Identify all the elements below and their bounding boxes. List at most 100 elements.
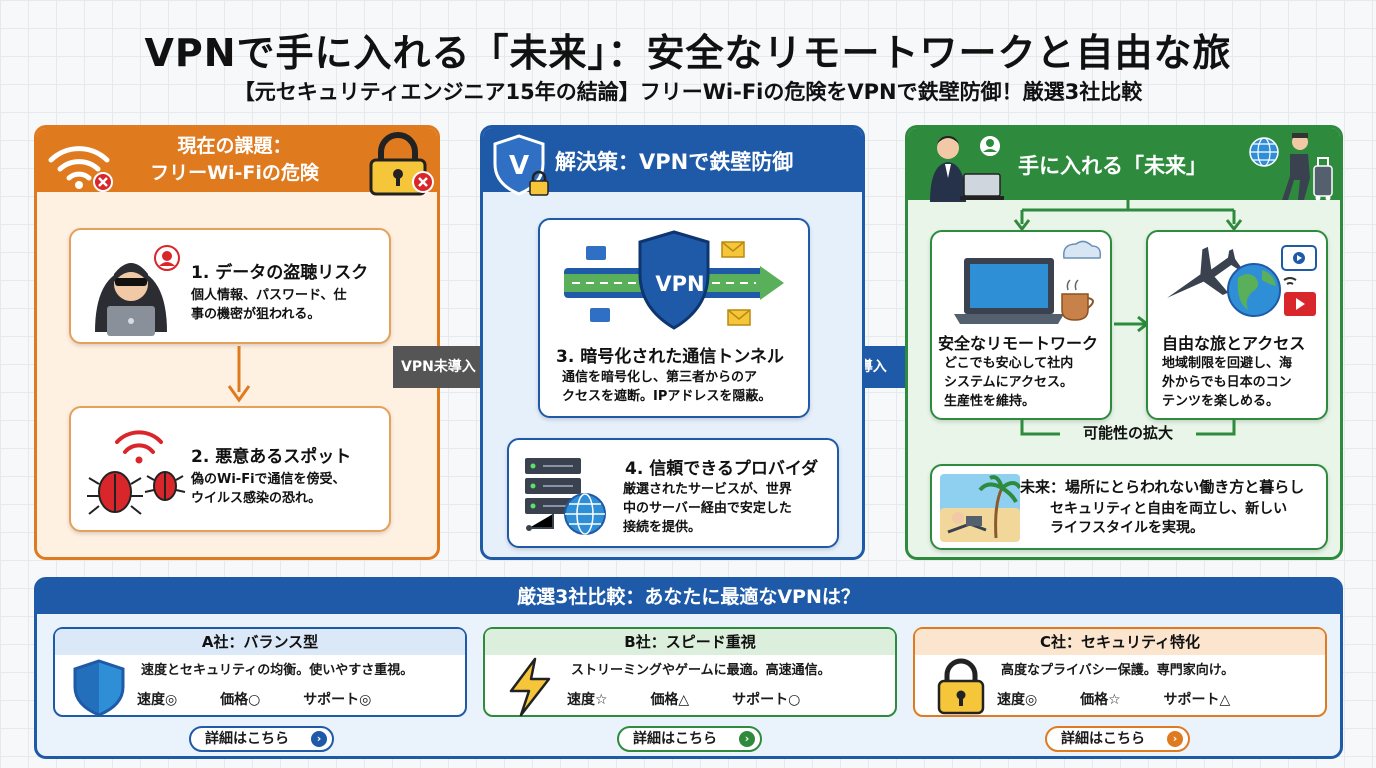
provider-card: 4. 信頼できるプロバイダ 厳選されたサービスが、世界 中のサーバー経由で安定し… (507, 438, 839, 548)
future-summary-text-line2: ライフスタイルを実現。 (1050, 520, 1204, 536)
provider-text-line2: 中のサーバー経由で安定した (623, 501, 792, 516)
future-summary-text: セキュリティと自由を両立し、新しい ライフスタイルを実現。 (1050, 500, 1326, 538)
vendor-c-detail-label: 詳細はこちら (1061, 731, 1145, 747)
remote-work-card: 安全なリモートワーク どこでも安心して社内 システムにアクセス。 生産性を維持。 (930, 230, 1112, 420)
vendor-card-b: B社：スピード重視 ストリーミングやゲームに最適。高速通信。 速度☆ 価格△ サ… (483, 627, 897, 717)
vendor-b-price: 価格△ (650, 692, 690, 708)
tunnel-text: 通信を暗号化し、第三者からのア クセスを遮断。IPアドレスを隠蔽。 (562, 368, 806, 406)
vendor-a-support: サポート◎ (303, 692, 372, 708)
future-summary-title: 未来：場所にとらわれない働き方と暮らし (1020, 478, 1305, 496)
future-summary-card: 未来：場所にとらわれない働き方と暮らし セキュリティと自由を両立し、新しい ライ… (930, 464, 1328, 550)
problem-title-line2: フリーWi-Fiの危険 (150, 162, 319, 184)
risk-title-eavesdrop: 1. データの盗聴リスク (191, 263, 369, 283)
future-panel: 手に入れる「未来」 安全なリモートワーク どこでも安心して (905, 125, 1343, 560)
vendor-b-desc: ストリーミングやゲームに最適。高速通信。 (571, 663, 831, 678)
right-arrow-icon (1114, 315, 1150, 333)
vendor-a-name: A社：バランス型 (55, 629, 465, 655)
down-arrow-icon (227, 346, 251, 403)
vendor-b-detail-button[interactable]: 詳細はこちら › (617, 726, 762, 752)
chevron-right-icon: › (311, 731, 327, 747)
arrow-no-vpn-label: VPN未導入 (401, 359, 476, 375)
risk-title-spot: 2. 悪意あるスポット (191, 447, 352, 467)
wifi-warning-icon (48, 146, 113, 192)
future-title: 手に入れる「未来」 (1018, 154, 1207, 178)
comparison-section: 厳選3社比較：あなたに最適なVPNは？ A社：バランス型 速度とセキュリティの均… (34, 577, 1343, 759)
vendor-a-speed: 速度◎ (137, 692, 178, 708)
solution-title: 解決策：VPNで鉄壁防御 (555, 150, 794, 174)
remote-work-text-line1: どこでも安心して社内 (944, 356, 1074, 371)
chevron-right-icon: › (739, 731, 755, 747)
vendor-b-support: サポート○ (732, 692, 801, 708)
risk-card-spot: 2. 悪意あるスポット 偽のWi-Fiで通信を傍受、 ウイルス感染の恐れ。 (69, 406, 391, 532)
merge-lines-icon (1020, 420, 1236, 436)
server-globe-icon (525, 458, 606, 535)
travel-text-line3: テンツを楽しめる。 (1162, 394, 1280, 409)
travel-title: 自由な旅とアクセス (1162, 334, 1306, 353)
arrow-no-vpn: VPN未導入 (393, 332, 509, 402)
risk-text-eavesdrop-line2: 事の機密が狙われる。 (191, 307, 321, 322)
tunnel-text-line2: クセスを遮断。IPアドレスを隠蔽。 (562, 389, 772, 404)
provider-text-line1: 厳選されたサービスが、世界 (623, 482, 792, 497)
travel-text: 地域制限を回避し、海 外からでも日本のコン テンツを楽しめる。 (1162, 354, 1326, 411)
vendor-a-detail-label: 詳細はこちら (205, 731, 289, 747)
traveler-icon (1249, 133, 1333, 201)
future-summary-text-line1: セキュリティと自由を両立し、新しい (1050, 501, 1288, 517)
chevron-right-icon: › (1167, 731, 1183, 747)
risk-text-spot-line2: ウイルス感染の恐れ。 (191, 491, 322, 506)
page-subtitle: 【元セキュリティエンジニア15年の結論】フリーWi-Fiの危険をVPNで鉄壁防御… (233, 80, 1143, 104)
shield-lock-icon: V (493, 134, 549, 196)
vendor-c-name: C社：セキュリティ特化 (915, 629, 1325, 655)
comparison-title: 厳選3社比較：あなたに最適なVPNは？ (37, 580, 1340, 614)
vendor-b-detail-label: 詳細はこちら (633, 731, 717, 747)
vendor-c-detail-button[interactable]: 詳細はこちら › (1045, 726, 1190, 752)
plane-globe-media-icon (1167, 245, 1317, 317)
travel-text-line2: 外からでも日本のコン (1162, 375, 1292, 390)
vendor-a-ratings: 速度◎ 価格○ サポート◎ (137, 689, 409, 709)
vendor-a-price: 価格○ (220, 692, 261, 708)
tunnel-card: VPN 3. 暗号化された通信トンネル 通信を暗号化し、第三者からのア クセスを… (538, 218, 810, 418)
malicious-bugs-icon (87, 430, 186, 515)
tunnel-title: 3. 暗号化された通信トンネル (556, 347, 784, 367)
remote-work-title: 安全なリモートワーク (938, 334, 1099, 353)
tunnel-text-line1: 通信を暗号化し、第三者からのア (562, 370, 758, 385)
vendor-a-desc: 速度とセキュリティの均衡。使いやすさ重視。 (141, 663, 414, 678)
solution-panel-header: V 解決策：VPNで鉄壁防御 (483, 128, 862, 196)
remote-worker-icon (930, 134, 1004, 202)
padlock-icon (937, 658, 985, 715)
vendor-b-ratings: 速度☆ 価格△ サポート○ (567, 689, 838, 709)
remote-work-text: どこでも安心して社内 システムにアクセス。 生産性を維持。 (944, 354, 1108, 411)
vendor-a-detail-button[interactable]: 詳細はこちら › (189, 726, 334, 752)
hacker-icon (95, 245, 180, 336)
vendor-card-c: C社：セキュリティ特化 高度なプライバシー保護。専門家向け。 速度◎ 価格☆ サ… (913, 627, 1327, 717)
problem-panel: 現在の課題： フリーWi-Fiの危険 1. データの盗聴リスク 個人情報、パスワ… (34, 125, 440, 560)
shield-icon (73, 659, 125, 717)
provider-text-line3: 接続を提供。 (623, 520, 702, 535)
future-panel-header: 手に入れる「未来」 (908, 128, 1340, 202)
page-title: VPNで手に入れる「未来」：安全なリモートワークと自由な旅 (144, 31, 1232, 75)
vendor-b-speed: 速度☆ (567, 692, 608, 708)
risk-text-eavesdrop-line1: 個人情報、パスワード、仕 (191, 288, 347, 303)
risk-text-eavesdrop: 個人情報、パスワード、仕 事の機密が狙われる。 (191, 286, 381, 324)
lightning-icon (509, 657, 551, 717)
remote-work-text-line2: システムにアクセス。 (944, 375, 1073, 390)
vendor-c-desc: 高度なプライバシー保護。専門家向け。 (1001, 663, 1235, 678)
problem-title: 現在の課題： フリーWi-Fiの危険 (122, 133, 347, 187)
beach-laptop-icon (940, 474, 1020, 542)
expand-label: 可能性の拡大 (1082, 424, 1173, 442)
vendor-card-a: A社：バランス型 速度とセキュリティの均衡。使いやすさ重視。 速度◎ 価格○ サ… (53, 627, 467, 717)
problem-title-line1: 現在の課題： (177, 135, 292, 157)
risk-text-spot-line1: 偽のWi-Fiで通信を傍受、 (191, 472, 346, 487)
problem-panel-header: 現在の課題： フリーWi-Fiの危険 (37, 128, 437, 196)
vendor-c-speed: 速度◎ (997, 692, 1038, 708)
vpn-tunnel-icon (564, 230, 784, 330)
travel-card: 自由な旅とアクセス 地域制限を回避し、海 外からでも日本のコン テンツを楽しめる… (1146, 230, 1328, 420)
vendor-c-price: 価格☆ (1080, 692, 1121, 708)
provider-title: 4. 信頼できるプロバイダ (625, 459, 819, 479)
vendor-b-name: B社：スピード重視 (485, 629, 895, 655)
vendor-c-support: サポート△ (1163, 692, 1231, 708)
svg-text:V: V (509, 151, 529, 181)
solution-panel: V 解決策：VPNで鉄壁防御 VPN 3. 暗号化された通信トンネル 通信を暗号… (480, 125, 865, 560)
vendor-c-ratings: 速度◎ 価格☆ サポート△ (997, 689, 1268, 709)
branch-arrows-icon (1013, 200, 1243, 230)
provider-text: 厳選されたサービスが、世界 中のサーバー経由で安定した 接続を提供。 (623, 480, 835, 537)
